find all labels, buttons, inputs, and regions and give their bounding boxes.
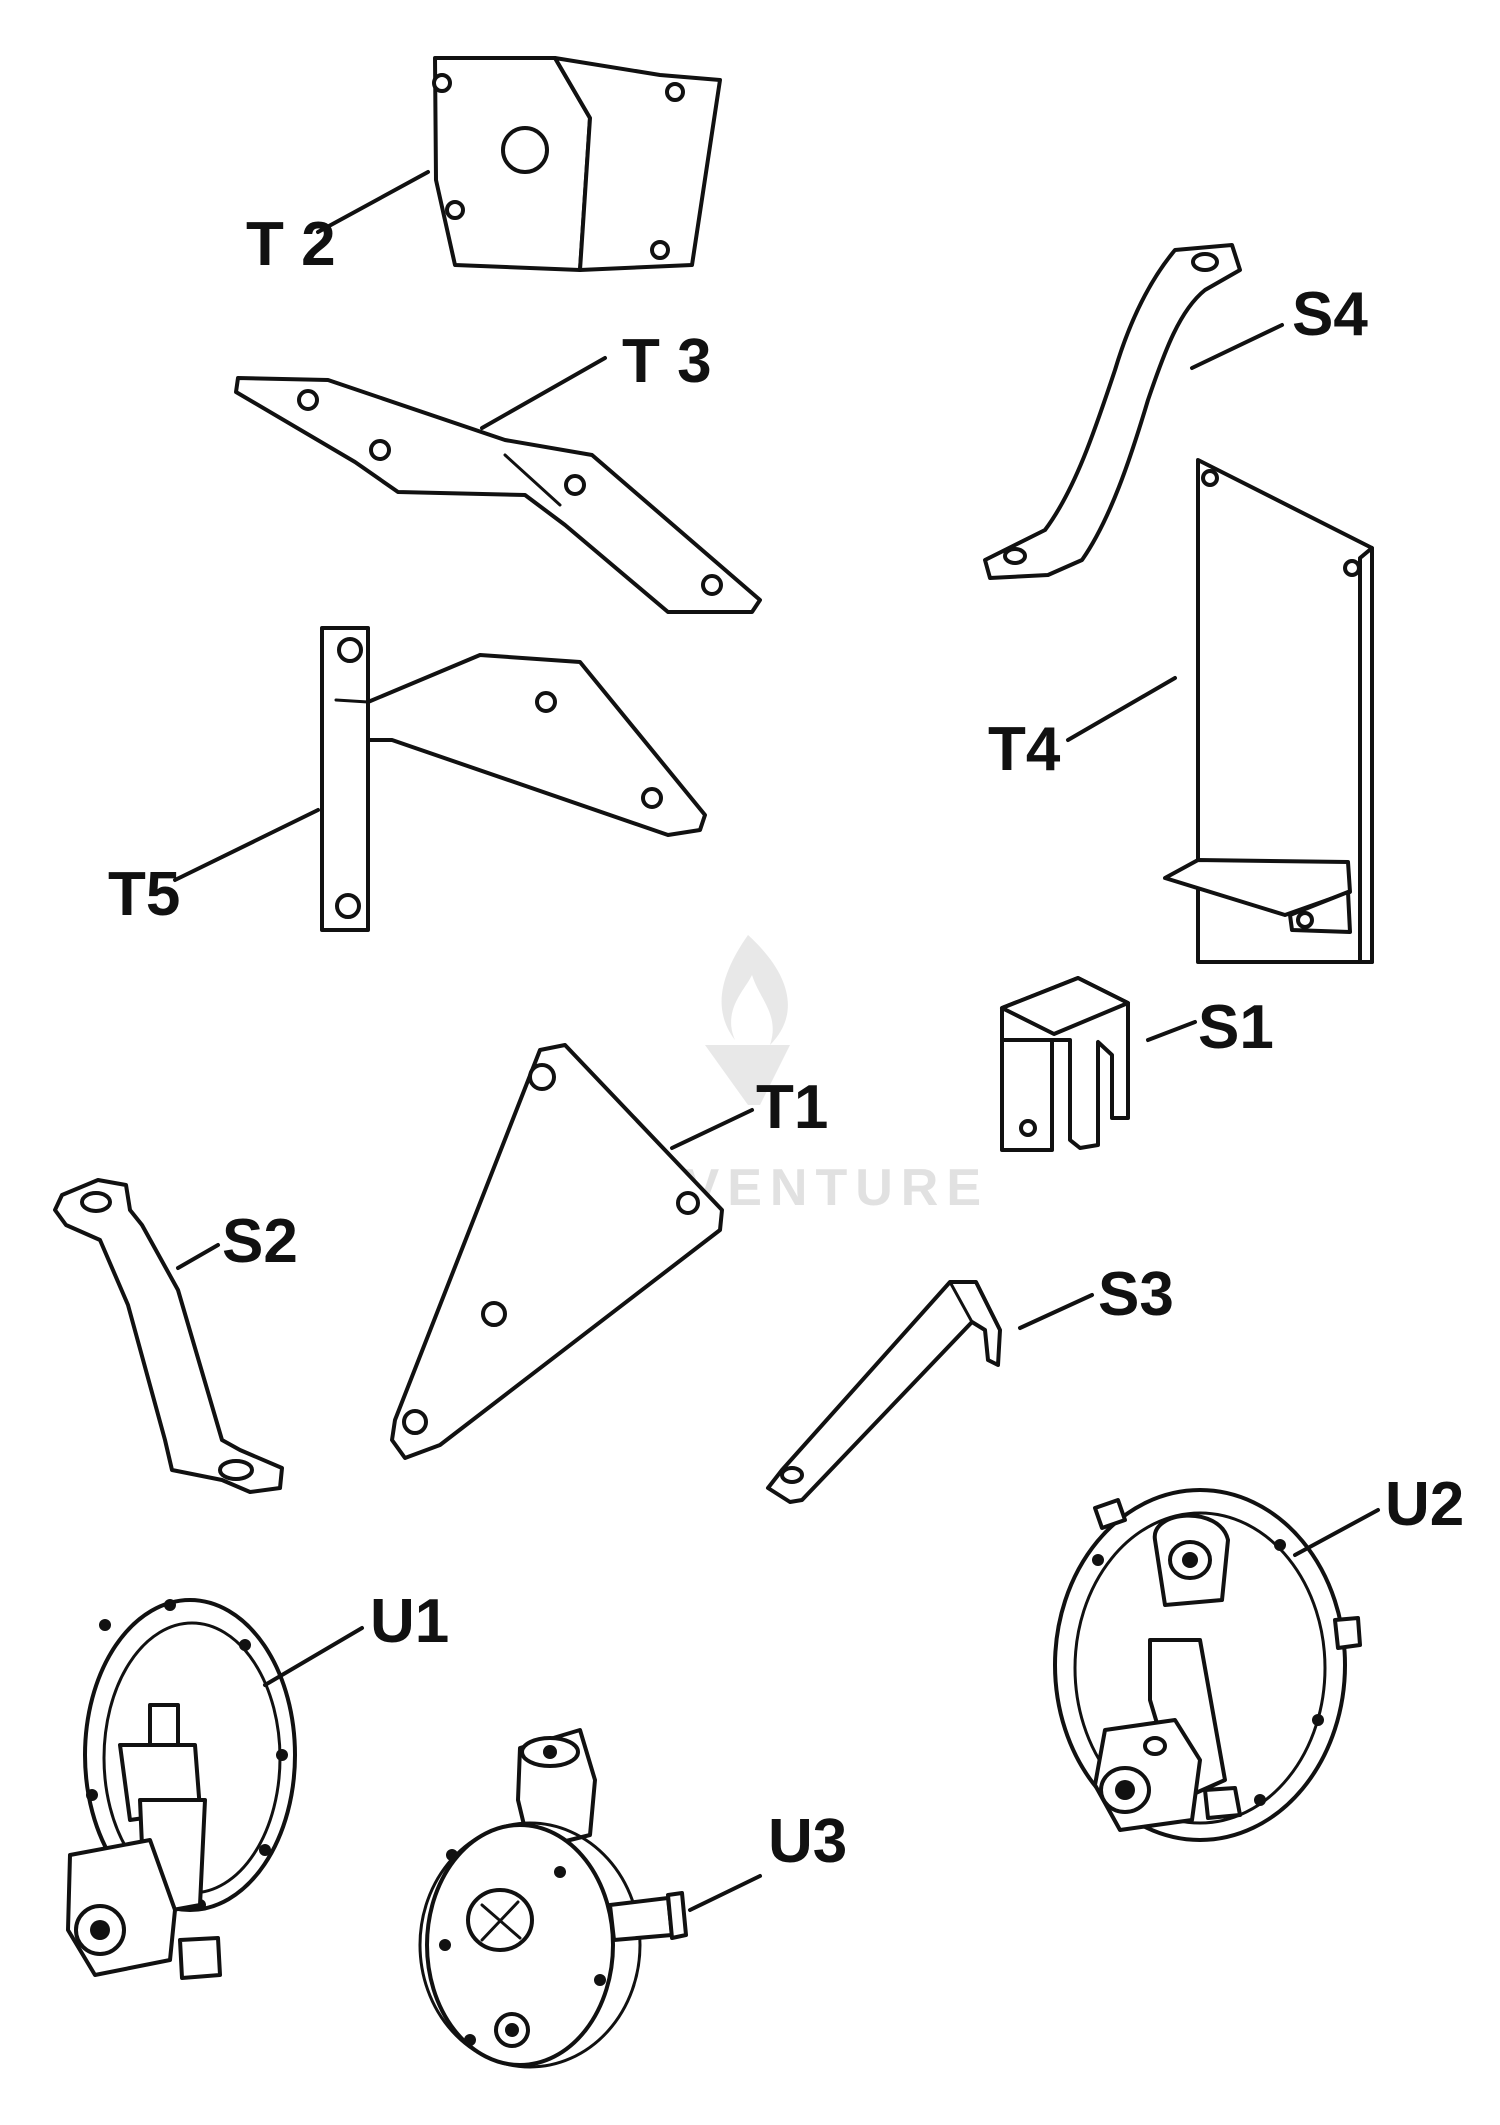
watermark-flame-logo [705, 935, 790, 1105]
label-t5: T5 [108, 860, 180, 929]
label-s4: S4 [1292, 280, 1368, 349]
part-u3-regulator: U3 [418, 1728, 847, 2069]
label-t2: T 2 [246, 210, 336, 279]
part-t1-triangle-plate: T1 [390, 1043, 828, 1460]
label-t4: T4 [988, 715, 1061, 784]
part-t5-gusset-bracket: T5 [108, 626, 707, 932]
part-u2-regulator: U2 [1053, 1470, 1464, 1842]
part-u1-regulator: U1 [66, 1587, 449, 1980]
part-t3-flat-bracket: T 3 [234, 327, 762, 614]
label-u1: U1 [370, 1587, 449, 1656]
label-u2: U2 [1385, 1470, 1464, 1539]
part-s1-u-clip: S1 [1000, 976, 1274, 1152]
part-s3-angle-bar: S3 [766, 1260, 1174, 1504]
part-s4-offset-strap: S4 [983, 243, 1368, 580]
part-t2-bent-plate: T 2 [246, 56, 722, 279]
part-t4-angle-plate: T4 [988, 458, 1374, 964]
label-u3: U3 [768, 1807, 847, 1876]
label-t3: T 3 [622, 327, 712, 396]
part-s2-z-strap: S2 [53, 1178, 298, 1494]
label-t1: T1 [756, 1073, 828, 1142]
label-s2: S2 [222, 1207, 298, 1276]
label-s1: S1 [1198, 993, 1274, 1062]
label-s3: S3 [1098, 1260, 1174, 1329]
